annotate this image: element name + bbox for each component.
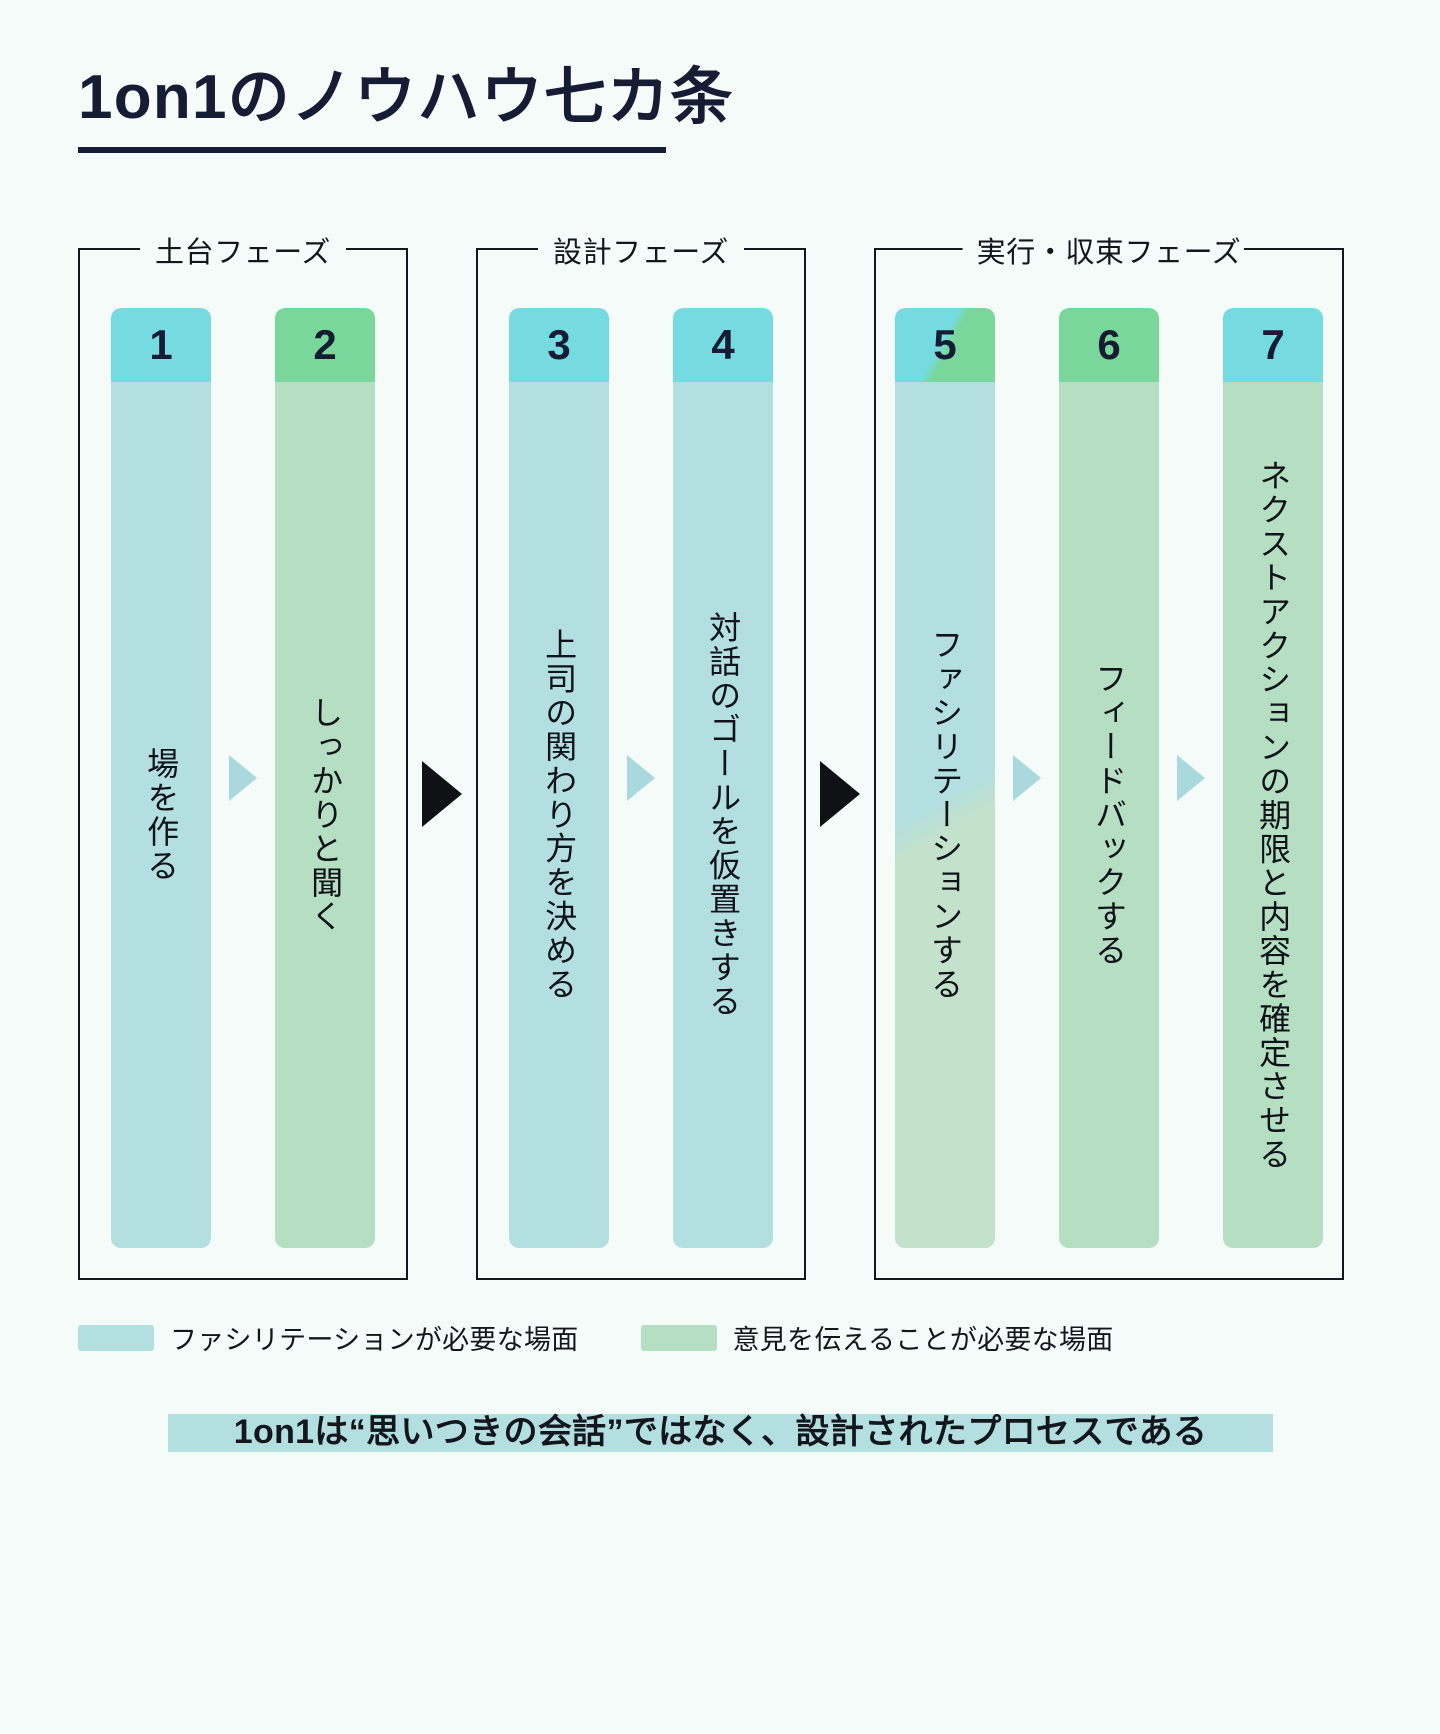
legend: ファシリテーションが必要な場面 意見を伝えることが必要な場面 [78,1318,1366,1357]
step-label-1: 場を作る [143,747,180,883]
step-label-2: しっかりと聞く [307,696,344,934]
phase-group-design: 設計フェーズ 3 上司の関わり方を決める 4 対話のゴールを仮置 [476,229,806,1280]
step-number-6: 6 [1097,321,1121,368]
phase-label-foundation: 土台フェーズ [140,229,346,271]
legend-item-facilitation: ファシリテーションが必要な場面 [78,1318,579,1357]
legend-label-opinion: 意見を伝えることが必要な場面 [732,1325,1114,1355]
phase-cards-foundation: 1 場を作る 2 しっかりと聞く [111,250,375,1248]
step-card-7-body: ネクストアクションの期限と内容を確定させる [1223,382,1323,1248]
phase-cards-design: 3 上司の関わり方を決める 4 対話のゴールを仮置きする [509,250,773,1248]
step-label-7: ネクストアクションの期限と内容を確定させる [1255,458,1292,1172]
legend-swatch-blue [78,1324,154,1351]
step-number-1: 1 [149,321,173,368]
step-card-4[interactable]: 4 対話のゴールを仮置きする [673,308,773,1248]
footer-banner: 1on1は“思いつきの会話”ではなく、設計されたプロセスである [168,1400,1273,1456]
step-number-2: 2 [313,321,337,368]
page-title: 1on1のノウハウ七カ条 [78,63,734,132]
triangle-right-icon [627,755,655,801]
step-number-5: 5 [933,321,957,368]
arrow-large-phase1-to-phase2 [408,250,476,1280]
step-label-6: フィードバックする [1091,662,1128,968]
footer-message: 1on1は“思いつきの会話”ではなく、設計されたプロセスである [233,1412,1208,1451]
step-card-1-header: 1 [111,308,211,382]
arrow-large-phase2-to-phase3 [806,250,874,1280]
step-card-6-body: フィードバックする [1059,382,1159,1248]
step-card-2-header: 2 [275,308,375,382]
step-card-1[interactable]: 1 場を作る [111,308,211,1248]
triangle-right-icon [422,761,462,827]
step-card-2-body: しっかりと聞く [275,382,375,1248]
step-card-4-body: 対話のゴールを仮置きする [673,382,773,1248]
step-card-6[interactable]: 6 フィードバックする [1059,308,1159,1248]
legend-label-facilitation: ファシリテーションが必要な場面 [170,1325,579,1355]
step-card-5-body: ファシリテーションする [895,382,995,1248]
step-card-5-header: 5 [895,308,995,382]
page-title-block: 1on1のノウハウ七カ条 [78,62,734,154]
triangle-right-icon [1177,755,1205,801]
triangle-right-icon [1013,755,1041,801]
step-card-3-body: 上司の関わり方を決める [509,382,609,1248]
phase-group-foundation: 土台フェーズ 1 場を作る 2 しっかりと聞く [78,229,408,1280]
triangle-right-icon [229,755,257,801]
phase-row: 土台フェーズ 1 場を作る 2 しっかりと聞く [78,229,1366,1280]
step-card-5[interactable]: 5 ファシリテーションする [895,308,995,1248]
step-card-7[interactable]: 7 ネクストアクションの期限と内容を確定させる [1223,308,1323,1248]
phase-label-design: 設計フェーズ [538,229,744,271]
step-card-1-body: 場を作る [111,382,211,1248]
step-number-3: 3 [547,321,571,368]
step-number-7: 7 [1261,321,1285,368]
arrow-small-1-to-2 [211,308,275,1248]
step-card-3[interactable]: 3 上司の関わり方を決める [509,308,609,1248]
legend-item-opinion: 意見を伝えることが必要な場面 [640,1318,1114,1357]
step-card-3-header: 3 [509,308,609,382]
arrow-small-3-to-4 [609,308,673,1248]
step-label-3: 上司の関わり方を決める [541,628,578,1002]
step-number-4: 4 [711,321,735,368]
triangle-right-icon [820,761,860,827]
arrow-small-6-to-7 [1159,308,1223,1248]
legend-swatch-green [640,1324,717,1351]
arrow-small-5-to-6 [995,308,1059,1248]
step-label-5: ファシリテーションする [927,628,964,1002]
step-label-4: 対話のゴールを仮置きする [705,611,742,1019]
phase-group-execution: 実行・収束フェーズ 5 ファシリテーションする 6 フィードバッ [874,229,1344,1280]
step-card-4-header: 4 [673,308,773,382]
step-card-7-header: 7 [1223,308,1323,382]
phase-label-execution: 実行・収束フェーズ [962,229,1256,271]
step-card-2[interactable]: 2 しっかりと聞く [275,308,375,1248]
phase-cards-execution: 5 ファシリテーションする 6 フィードバックする [895,250,1323,1248]
step-card-6-header: 6 [1059,308,1159,382]
footer-highlight-bar [168,1414,1273,1452]
title-underline [78,147,666,154]
